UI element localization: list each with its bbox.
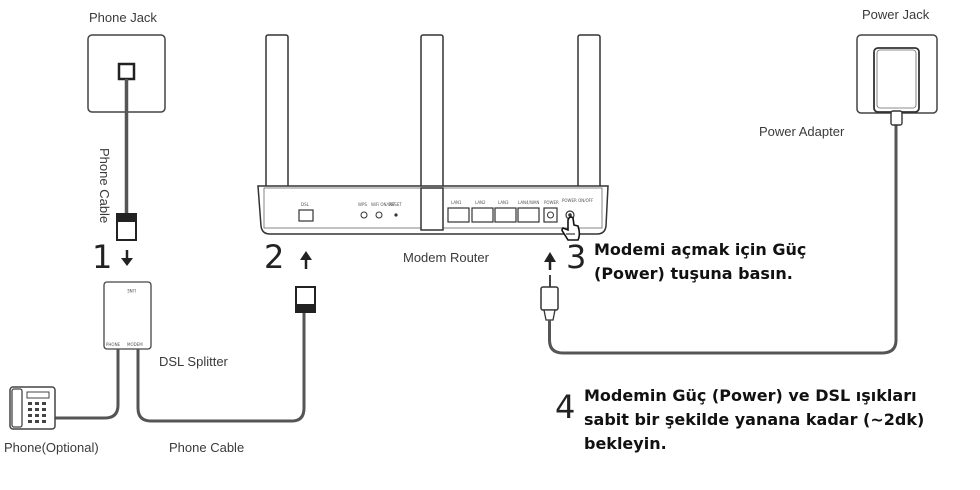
antenna-right: [577, 34, 601, 191]
step-4-instruction: Modemin Güç (Power) ve DSL ışıkları sabi…: [584, 386, 925, 453]
dsl-splitter-label: DSL Splitter: [159, 354, 228, 369]
port-label-power: POWER: [544, 200, 559, 205]
lan1-port: [447, 207, 470, 223]
step-3-instruction: Modemi açmak için Güç (Power) tuşuna bas…: [594, 240, 807, 283]
arrow-down-icon: [121, 250, 133, 266]
hand-pointer-icon: [561, 216, 581, 241]
arrow-up-icon: [300, 251, 312, 269]
port-label-lan4: LAN4/WAN: [518, 200, 539, 205]
lan2-port: [471, 207, 494, 223]
port-label-lan1: LAN1: [451, 200, 462, 205]
splitter-phone-label: PHONE: [106, 342, 121, 347]
wifi-button: [375, 211, 383, 219]
lan4-port: [517, 207, 540, 223]
wps-button: [360, 211, 368, 219]
step-number-2: 2: [264, 238, 285, 276]
antenna-left: [265, 34, 289, 191]
lan3-port: [494, 207, 517, 223]
arrow-up-icon: [544, 252, 556, 270]
splitter-modem-label: MODEM: [127, 342, 143, 347]
power-jack-plate: [856, 34, 938, 126]
phone-jack-plate: [87, 34, 166, 113]
power-plug: [540, 275, 559, 321]
port-label-lan2: LAN2: [475, 200, 486, 205]
phone-cable-bottom-label: Phone Cable: [169, 440, 245, 455]
port-label-onoff: POWER ON/OFF: [562, 198, 594, 203]
dsl-port: [298, 209, 314, 222]
step-number-3: 3: [566, 238, 587, 276]
port-label-wps: WPS: [358, 202, 367, 207]
cable-splitter-to-phone: [52, 349, 120, 420]
reset-button: [394, 213, 398, 217]
splitter-line-label: LINE: [127, 288, 136, 293]
phone-optional-label: Phone(Optional): [4, 440, 99, 455]
dsl-splitter-device: LINE PHONE MODEM: [103, 281, 152, 350]
port-label-dsl: DSL: [301, 202, 310, 207]
step-number-4: 4: [555, 388, 576, 426]
modem-router-device: DSL WPS WiFi ON/OFF RESET LAN1 LAN2 LAN3…: [257, 34, 609, 235]
power-jack-label: Power Jack: [862, 7, 930, 22]
port-label-wifi: WiFi ON/OFF: [371, 202, 396, 207]
port-label-lan3: LAN3: [498, 200, 509, 205]
power-cable: [548, 124, 898, 355]
cable-splitter-to-router: [136, 312, 306, 423]
power-adapter-label: Power Adapter: [759, 124, 845, 139]
telephone-icon: [9, 386, 56, 430]
phone-cable-to-splitter: [116, 79, 137, 241]
port-label-reset: RESET: [389, 202, 402, 207]
power-adapter: [873, 47, 920, 113]
step-number-1: 1: [92, 238, 113, 276]
phone-cable-vertical-label: Phone Cable: [97, 148, 112, 224]
phone-jack-label: Phone Jack: [89, 10, 157, 25]
modem-router-label: Modem Router: [403, 250, 489, 265]
